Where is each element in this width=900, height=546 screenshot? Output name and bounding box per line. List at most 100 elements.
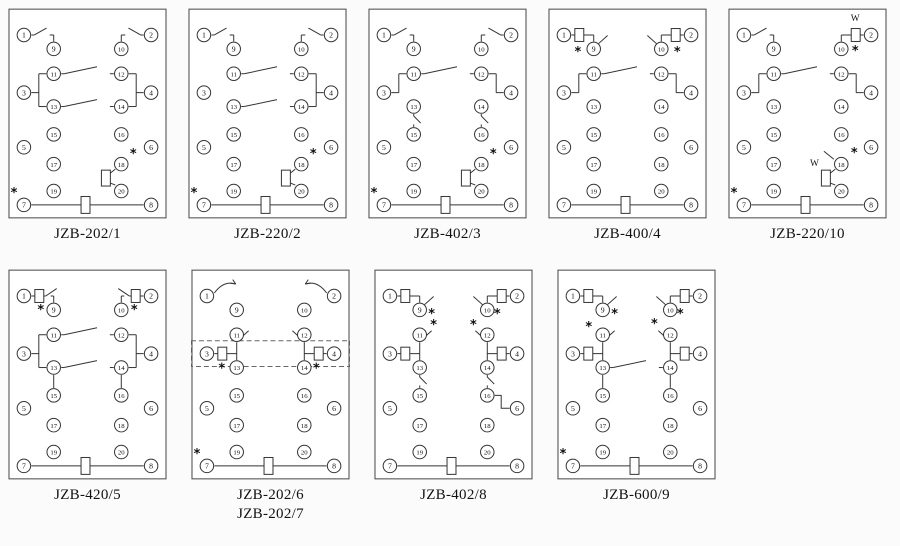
coil: [446, 456, 457, 475]
svg-text:19: 19: [233, 449, 240, 456]
coil: [583, 288, 594, 303]
svg-text:5: 5: [22, 403, 26, 412]
svg-text:1: 1: [22, 291, 26, 300]
contact-blade: [308, 27, 321, 36]
svg-text:13: 13: [233, 365, 240, 372]
terminal-12: 12: [663, 326, 678, 342]
terminal-9: 9: [46, 41, 61, 57]
terminal-11: 11: [406, 66, 421, 82]
svg-text:19: 19: [50, 189, 57, 196]
svg-text:2: 2: [869, 31, 873, 40]
asterisk-marker: *: [194, 446, 201, 461]
contact-blade: [423, 295, 434, 305]
terminal-18: 18: [654, 156, 669, 172]
terminal-10: 10: [114, 302, 129, 317]
terminal-8: 8: [503, 197, 519, 213]
terminal-18: 18: [114, 156, 129, 172]
svg-text:15: 15: [50, 132, 57, 139]
svg-text:17: 17: [770, 162, 777, 169]
svg-text:20: 20: [301, 449, 308, 456]
diagram-border: [557, 269, 716, 479]
terminal-12: 12: [474, 66, 489, 82]
svg-text:16: 16: [118, 393, 125, 400]
terminal-9: 9: [406, 41, 421, 57]
svg-text:17: 17: [230, 162, 237, 169]
terminal-11: 11: [586, 66, 601, 82]
asterisk-marker: *: [131, 302, 138, 317]
svg-text:12: 12: [838, 71, 845, 78]
terminal-18: 18: [297, 417, 312, 432]
svg-text:1: 1: [562, 31, 566, 40]
svg-text:7: 7: [205, 461, 209, 470]
svg-text:5: 5: [205, 403, 209, 412]
asterisk-marker: *: [310, 147, 317, 162]
svg-text:13: 13: [230, 104, 237, 111]
svg-text:1: 1: [205, 291, 209, 300]
terminal-7: 7: [556, 197, 572, 213]
asterisk-marker: *: [651, 316, 658, 331]
asterisk-marker: *: [677, 306, 684, 321]
terminal-9: 9: [595, 302, 610, 317]
contact-blade: [606, 295, 617, 305]
contact-blade: [394, 27, 407, 36]
terminal-19: 19: [586, 183, 601, 199]
terminal-3: 3: [196, 85, 212, 100]
svg-text:18: 18: [118, 162, 125, 169]
svg-text:2: 2: [509, 31, 513, 40]
svg-text:10: 10: [667, 307, 674, 314]
terminal-12: 12: [834, 66, 849, 82]
contact-blade: [597, 35, 608, 45]
terminal-3: 3: [376, 85, 392, 100]
svg-text:9: 9: [232, 45, 236, 54]
coil: [460, 169, 471, 187]
asterisk-marker: *: [428, 306, 435, 321]
terminal-3: 3: [565, 345, 581, 361]
terminal-9: 9: [46, 302, 61, 317]
terminal-11: 11: [766, 66, 781, 82]
terminal-6: 6: [323, 140, 339, 155]
coil: [629, 456, 640, 475]
terminal-20: 20: [474, 183, 489, 199]
svg-text:6: 6: [149, 403, 153, 412]
terminal-3: 3: [556, 85, 572, 100]
diagram-label: JZB-220/10: [770, 226, 845, 242]
terminal-10: 10: [114, 41, 129, 57]
terminal-7: 7: [196, 197, 212, 213]
terminal-8: 8: [323, 197, 339, 213]
terminal-19: 19: [406, 183, 421, 199]
svg-text:2: 2: [329, 31, 333, 40]
terminal-6: 6: [143, 400, 159, 416]
svg-text:16: 16: [298, 132, 305, 139]
terminal-17: 17: [595, 417, 610, 432]
terminal-10: 10: [480, 302, 495, 317]
terminal-6: 6: [692, 400, 708, 416]
coil: [100, 169, 111, 187]
svg-text:16: 16: [658, 132, 665, 139]
terminal-2: 2: [326, 288, 342, 303]
svg-text:10: 10: [838, 47, 845, 54]
svg-text:6: 6: [332, 403, 336, 412]
terminal-15: 15: [412, 387, 427, 403]
svg-text:7: 7: [382, 201, 386, 210]
wire: [290, 182, 296, 186]
asterisk-marker: *: [611, 306, 618, 321]
svg-text:13: 13: [416, 365, 423, 372]
terminal-20: 20: [654, 183, 669, 199]
contact-blade: [604, 66, 638, 75]
contact-blade: [486, 376, 495, 384]
terminal-4: 4: [143, 345, 159, 361]
svg-text:3: 3: [382, 88, 386, 97]
terminal-15: 15: [226, 127, 241, 142]
svg-text:3: 3: [388, 349, 392, 358]
terminal-3: 3: [736, 85, 752, 100]
svg-text:8: 8: [149, 201, 153, 210]
svg-text:19: 19: [416, 449, 423, 456]
coil: [679, 346, 690, 361]
